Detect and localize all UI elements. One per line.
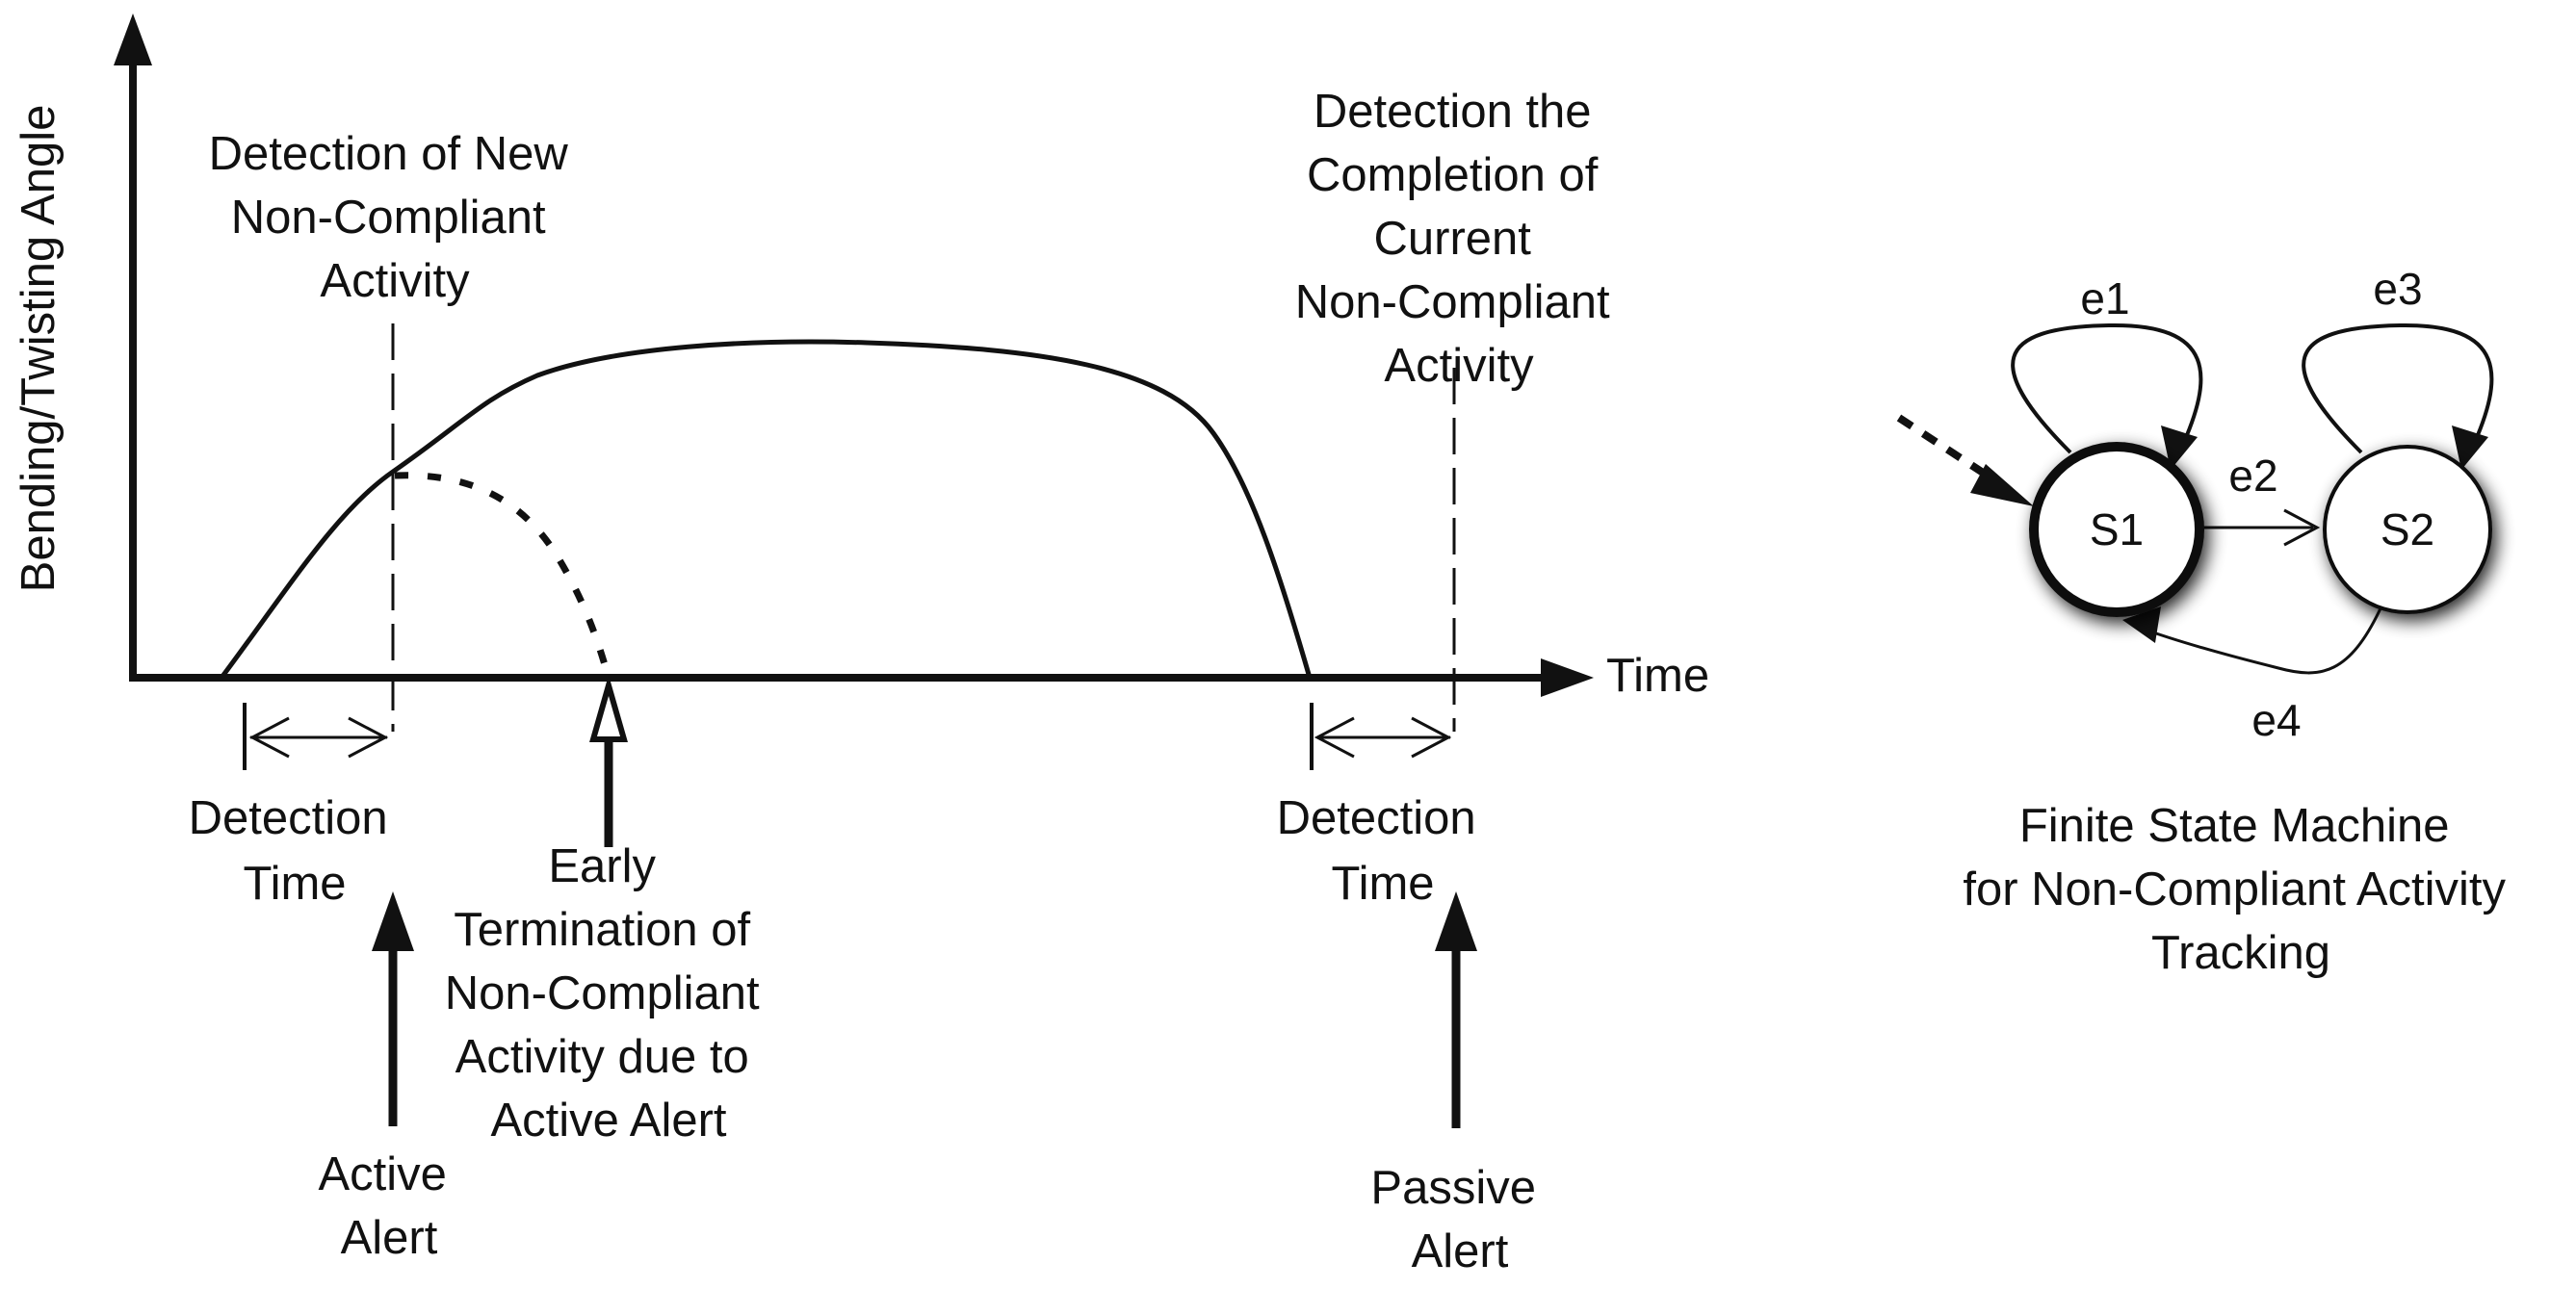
x-axis-label: Time (1606, 650, 1709, 702)
y-axis (114, 13, 152, 678)
x-axis (129, 658, 1594, 697)
detection-time-bracket-left (243, 703, 389, 770)
edge-label-e3: e3 (2373, 264, 2422, 314)
edge-label-e2: e2 (2228, 451, 2277, 501)
y-axis-arrowhead (114, 13, 152, 65)
state-s2: S2 (2323, 445, 2492, 614)
y-axis-label: Bending/Twisting Angle (13, 105, 65, 593)
detection-time-label-right: Detection Time (1277, 792, 1490, 910)
edge-label-e1: e1 (2080, 273, 2129, 323)
initial-state-arrow (1896, 414, 2034, 506)
detection-time-label-left: Detection Time (189, 792, 402, 910)
state-s1-label: S1 (2090, 504, 2144, 554)
early-termination-arrow (589, 675, 628, 847)
passive-alert-arrow (1435, 891, 1477, 1128)
activity-timeline-diagram: Bending/Twisting Angle Time (13, 13, 1709, 1277)
early-termination-curve (394, 472, 612, 679)
edge-e2: e2 (2203, 451, 2321, 547)
annotation-completion: Detection the Completion of Current Non-… (1295, 86, 1623, 392)
active-alert-label: Active Alert (318, 1148, 459, 1264)
state-s1: S1 (2029, 442, 2204, 617)
x-axis-arrowhead (1541, 658, 1594, 697)
early-termination-label: Early Termination of Non-Compliant Activ… (445, 840, 772, 1147)
edge-label-e4: e4 (2251, 695, 2301, 745)
edge-e4: e4 (2122, 606, 2382, 745)
passive-alert-label: Passive Alert (1370, 1162, 1548, 1277)
detection-time-bracket-right (1310, 703, 1452, 770)
activity-curve (219, 339, 1313, 680)
state-s2-label: S2 (2381, 504, 2434, 554)
annotation-new-activity: Detection of New Non-Compliant Activity (209, 128, 582, 307)
edge-e3-self-loop: e3 (2302, 264, 2494, 470)
active-alert-arrow (372, 891, 414, 1126)
fsm-caption: Finite State Machine for Non-Compliant A… (1963, 800, 2518, 979)
finite-state-machine: e1 e3 e2 e4 S1 S2 (1896, 264, 2518, 979)
edge-e1-self-loop: e1 (2011, 273, 2203, 470)
